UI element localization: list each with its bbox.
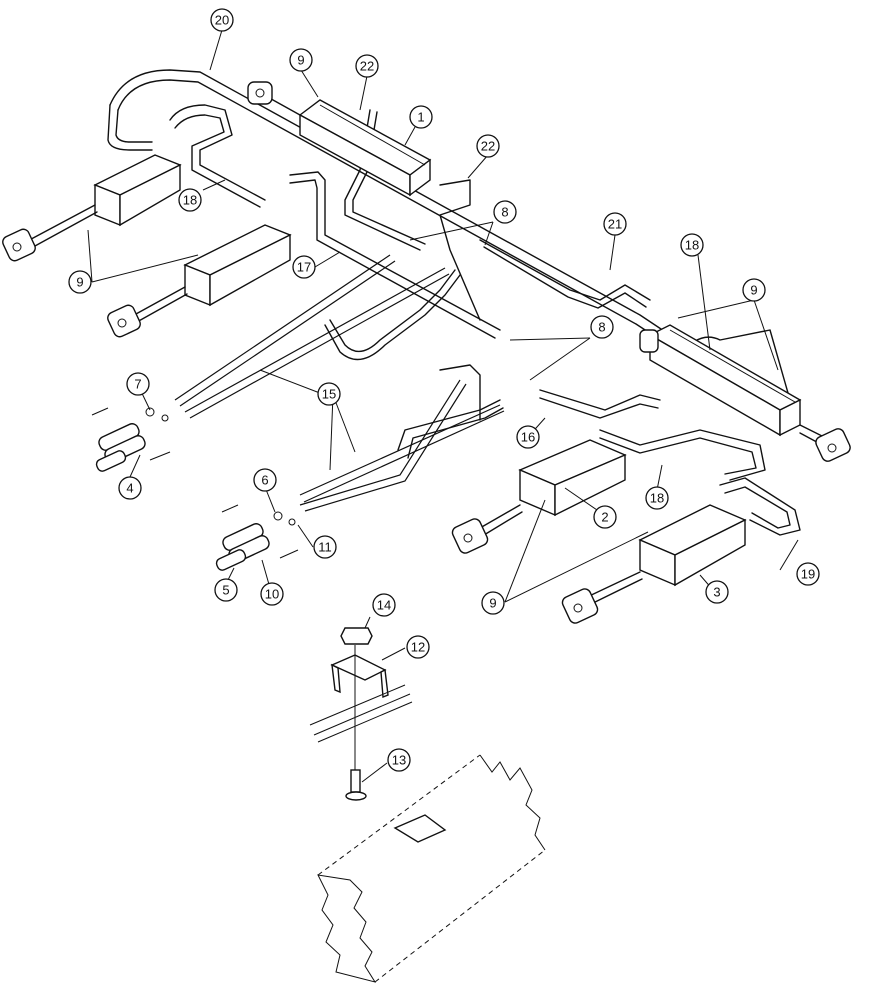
callout-2: 2 — [593, 505, 617, 529]
callout-1-label: 1 — [417, 110, 424, 125]
cylinder-3 — [561, 504, 747, 624]
callout-18-lower-label: 18 — [650, 491, 664, 506]
callout-13-label: 13 — [392, 753, 406, 768]
callout-9-top: 9 — [289, 48, 313, 72]
callout-14: 14 — [372, 593, 396, 617]
callout-8-lower-label: 8 — [598, 320, 605, 335]
callouts: 20 9 22 1 22 18 8 21 18 9 9 17 8 7 15 16… — [68, 8, 820, 783]
callout-3: 3 — [705, 580, 729, 604]
cylinder-9-left-top — [2, 154, 182, 262]
callout-9-left: 9 — [68, 270, 92, 294]
callout-7-label: 7 — [134, 377, 141, 392]
callout-6: 6 — [253, 468, 277, 492]
callout-18-lower: 18 — [645, 486, 669, 510]
callout-9-right: 9 — [742, 278, 766, 302]
callout-20: 20 — [210, 8, 234, 32]
callout-22-right-label: 22 — [481, 139, 495, 154]
hydraulic-hoses — [174, 254, 505, 512]
callout-18-right-label: 18 — [685, 238, 699, 253]
callout-22-right: 22 — [476, 134, 500, 158]
callout-8-upper-label: 8 — [501, 205, 508, 220]
callout-7: 7 — [126, 372, 150, 396]
callout-17: 17 — [292, 255, 316, 279]
frame-tube — [317, 754, 546, 983]
callout-9-bottom-label: 9 — [489, 596, 496, 611]
callout-21: 21 — [603, 212, 627, 236]
callout-21-label: 21 — [608, 217, 622, 232]
callout-2-label: 2 — [601, 510, 608, 525]
callout-18-left: 18 — [178, 188, 202, 212]
callout-8-upper: 8 — [493, 200, 517, 224]
callout-4-label: 4 — [126, 481, 133, 496]
callout-5-label: 5 — [222, 583, 229, 598]
hydraulic-tubing — [107, 69, 801, 536]
coupler-group-upper — [91, 407, 171, 472]
callout-22-top: 22 — [355, 54, 379, 78]
callout-13: 13 — [387, 748, 411, 772]
callout-3-label: 3 — [713, 585, 720, 600]
callout-20-label: 20 — [215, 13, 229, 28]
callout-22-top-label: 22 — [360, 59, 374, 74]
callout-9-top-label: 9 — [297, 53, 304, 68]
cylinder-2 — [451, 439, 627, 554]
callout-11: 11 — [313, 535, 337, 559]
callout-15-label: 15 — [322, 387, 336, 402]
callout-9-right-label: 9 — [750, 283, 757, 298]
callout-10: 10 — [260, 582, 284, 606]
callout-17-label: 17 — [297, 260, 311, 275]
callout-16: 16 — [516, 425, 540, 449]
callout-6-label: 6 — [261, 473, 268, 488]
callout-19-label: 19 — [801, 567, 815, 582]
coupler-group-lower — [215, 504, 299, 571]
callout-15: 15 — [317, 382, 341, 406]
callout-16-label: 16 — [521, 430, 535, 445]
callout-18-right: 18 — [680, 233, 704, 257]
callout-4: 4 — [118, 476, 142, 500]
cylinder-9-left-bottom — [107, 224, 292, 338]
callout-12: 12 — [406, 635, 430, 659]
callout-9-bottom: 9 — [481, 591, 505, 615]
callout-19: 19 — [796, 562, 820, 586]
callout-18-left-label: 18 — [183, 193, 197, 208]
callout-10-label: 10 — [265, 587, 279, 602]
callout-9-left-label: 9 — [76, 275, 83, 290]
callout-8-lower: 8 — [590, 315, 614, 339]
callout-14-label: 14 — [377, 598, 391, 613]
callout-12-label: 12 — [411, 640, 425, 655]
callout-1: 1 — [409, 105, 433, 129]
cylinder-1 — [247, 81, 432, 197]
cylinder-18-right — [639, 324, 851, 462]
callout-11-label: 11 — [318, 540, 332, 555]
clamp-assembly — [309, 627, 413, 801]
callout-5: 5 — [214, 578, 238, 602]
